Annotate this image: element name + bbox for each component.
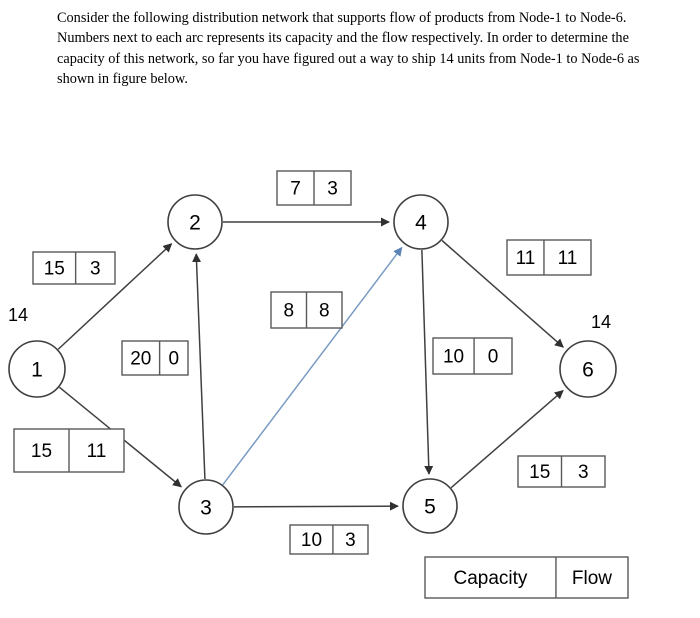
legend-layer: Capacity Flow xyxy=(424,556,629,599)
node-label-1: 1 xyxy=(31,359,43,382)
node-label-5: 5 xyxy=(424,496,436,519)
arc-3-to-2 xyxy=(192,253,206,480)
box-frame xyxy=(506,239,592,276)
node-circle-3 xyxy=(178,479,234,535)
arc-3-to-4 xyxy=(222,246,403,486)
capacity-value: 10 xyxy=(301,530,322,551)
flow-value: 8 xyxy=(319,301,330,322)
node-1: 1 xyxy=(8,340,66,398)
capacity-flow-box-label-5-6: 15 3 xyxy=(517,455,606,488)
problem-statement: Consider the following distribution netw… xyxy=(57,10,640,88)
arc-4-to-5 xyxy=(421,249,434,475)
node-label-6: 6 xyxy=(582,359,594,382)
capacity-flow-box-label-3-2: 20 0 xyxy=(121,340,189,376)
node-4: 4 xyxy=(393,194,449,250)
source-flow: 14 xyxy=(8,305,28,325)
nodes-layer: 1 2 3 4 5 6 xyxy=(8,194,617,535)
node-circle-5 xyxy=(402,478,458,534)
node-circle-6 xyxy=(559,340,617,398)
flow-value: 11 xyxy=(87,441,107,462)
node-label-4: 4 xyxy=(415,212,427,235)
box-frame xyxy=(289,524,369,555)
capacity-flow-box-label-3-5: 10 3 xyxy=(289,524,369,555)
flow-value: 3 xyxy=(90,259,101,280)
sink-flow: 14 xyxy=(591,312,611,332)
capacity-flow-legend: Capacity Flow xyxy=(424,556,629,599)
node-label-3: 3 xyxy=(200,497,212,520)
arc-5-to-6 xyxy=(450,390,564,489)
node-circle-2 xyxy=(167,194,223,250)
flow-value: 3 xyxy=(345,530,356,551)
box-frame xyxy=(121,340,189,376)
arcs-layer xyxy=(57,217,564,511)
capacity-flow-box-label-4-6: 11 11 xyxy=(506,239,592,276)
capacity-value: 11 xyxy=(516,248,536,269)
capacity-value: 15 xyxy=(31,441,52,462)
node-2: 2 xyxy=(167,194,223,250)
node-circle-4 xyxy=(393,194,449,250)
capacity-flow-box-label-1-2: 15 3 xyxy=(32,251,116,285)
legend-frame xyxy=(424,556,629,599)
capacity-flow-box-label-4-5: 10 0 xyxy=(432,337,513,375)
flow-value: 0 xyxy=(169,349,180,370)
arc-1-to-2 xyxy=(57,243,173,350)
node-circle-1 xyxy=(8,340,66,398)
node-3: 3 xyxy=(178,479,234,535)
node-label-2: 2 xyxy=(189,212,201,235)
legend-flow-label: Flow xyxy=(572,568,612,589)
box-frame xyxy=(32,251,116,285)
flow-value: 3 xyxy=(327,179,338,200)
capacity-value: 7 xyxy=(290,179,301,200)
capacity-value: 10 xyxy=(443,347,464,368)
capacity-value: 8 xyxy=(283,301,294,322)
arc-3-to-5 xyxy=(233,501,399,511)
arc-4-to-6 xyxy=(441,239,564,348)
legend-capacity-label: Capacity xyxy=(454,568,528,589)
node-5: 5 xyxy=(402,478,458,534)
flow-annotations-layer: 14 14 xyxy=(8,305,611,332)
flow-value: 11 xyxy=(558,248,578,269)
node-6: 6 xyxy=(559,340,617,398)
capacity-value: 20 xyxy=(130,349,151,370)
capacity-value: 15 xyxy=(529,462,550,483)
box-frame xyxy=(432,337,513,375)
flow-value: 0 xyxy=(488,347,499,368)
capacity-value: 15 xyxy=(44,259,65,280)
flow-value: 3 xyxy=(578,462,589,483)
